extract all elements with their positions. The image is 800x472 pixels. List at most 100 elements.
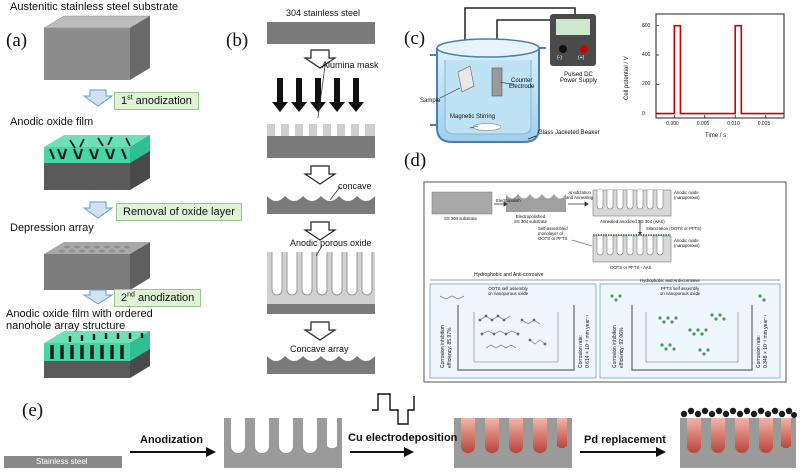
panel-b-label: (b) xyxy=(226,30,249,51)
chart-xlabel: Time / s xyxy=(705,133,727,139)
d-right-cr2: 0.348 × 10⁻³ mm year⁻¹ xyxy=(763,314,769,368)
d-right-cr1: Corrosion rate: xyxy=(756,334,762,368)
x-tick-label: 0.010 xyxy=(727,121,740,127)
d-ep-line1: Electropolished xyxy=(515,214,546,219)
substrate-title: Austenitic stainless steel substrate xyxy=(10,1,179,13)
d-sam-line3: OOTS or PFTS xyxy=(538,236,568,241)
supply-line2: Power Supply xyxy=(560,78,598,84)
d-electropolish: Electropolish xyxy=(496,198,521,203)
meter-minus: (-) xyxy=(557,55,562,61)
anodized-template xyxy=(224,418,342,468)
step1-sup: st xyxy=(127,94,133,102)
down-arrow-3 xyxy=(82,289,114,305)
mask-layer xyxy=(267,124,375,158)
process-arrow-b4 xyxy=(303,321,337,341)
cell-setup xyxy=(430,7,596,143)
d-right-cr: Corrosion rate:0.348 × 10⁻³ mm year⁻¹ xyxy=(756,315,770,368)
ordered-nanohole-block xyxy=(44,331,150,378)
panel-e-label: (e) xyxy=(22,400,44,421)
steel-slab xyxy=(4,456,122,468)
d-ss304: SS 304 substrate xyxy=(444,216,477,221)
down-arrow-1 xyxy=(82,89,114,107)
cu-filled-template xyxy=(454,418,572,468)
d-right-sa2: on nanoporous oxide xyxy=(660,291,701,296)
d-hydro-left: Hydrophobic and Anti-corrosive xyxy=(474,272,544,278)
steel-label: 304 stainless steel xyxy=(286,8,361,18)
concave-array-layer xyxy=(267,356,375,374)
stirring-label: Magnetic Stirring xyxy=(450,114,496,120)
d-left-sa2: on nanoporous oxide xyxy=(488,291,529,296)
counter-line1: Counter xyxy=(511,78,533,84)
d-hydro-right: Hydrophobic and Anti-corrosive xyxy=(640,278,700,283)
e-steel-label: Stainless steel xyxy=(36,457,88,466)
d-left-cr1: Corrosion rate: xyxy=(578,334,584,368)
process-arrow-b1 xyxy=(303,49,337,69)
d-left-ci1: Corrosion inhibition xyxy=(440,325,446,368)
step-second-anodization: 2nd anodization xyxy=(114,289,202,307)
x-tick-label: 0.000 xyxy=(666,121,679,127)
y-tick-label: 200 xyxy=(642,81,651,88)
depression-label: Depression array xyxy=(10,222,94,234)
d-ooaas: OOTS or PFTS - AAS xyxy=(610,265,652,270)
d-anod-line2: and Annealing xyxy=(566,195,594,200)
x-tick-label: 0.015 xyxy=(757,121,771,127)
panel-a-label: (a) xyxy=(6,30,28,51)
step3-sup: nd xyxy=(127,291,135,299)
e-pd-label: Pd replacement xyxy=(584,434,666,446)
steel-plate xyxy=(267,22,375,44)
panel-d-label: (d) xyxy=(404,150,427,171)
d-left-sa1: OOTS self assembly xyxy=(488,286,528,291)
d-sam-line1: Self-assembled xyxy=(538,226,568,231)
final-structure-line2: nanohole array structure xyxy=(6,320,126,332)
step3-text: anodization xyxy=(134,292,195,304)
aas-structure xyxy=(592,189,672,217)
pulse-waveform-icon xyxy=(372,393,415,425)
concave-array-label: Concave array xyxy=(290,344,349,354)
d-ao-line4: (nanoporous) xyxy=(674,243,700,248)
series-line-0 xyxy=(656,24,784,115)
e-cu-label: Cu electrodeposition xyxy=(348,432,458,444)
d-ep-line2: SS 304 substrate xyxy=(514,219,547,224)
d-annealed: Annealed anodized SS 304 (AAS) xyxy=(600,219,665,224)
d-sam-line2: monolayer of xyxy=(538,231,563,236)
down-arrow-2 xyxy=(82,201,114,219)
ooots-subpanel xyxy=(429,283,597,379)
d-ao-top: Anodic oxide(nanoporous) xyxy=(674,190,700,200)
y-tick-label: 600 xyxy=(642,22,651,29)
porous-oxide-layer xyxy=(267,252,375,314)
d-left-cr: Corrosion rate:0.614 × 10⁻³ mm year⁻¹ xyxy=(578,315,592,368)
step3-number: 2 xyxy=(121,292,128,304)
process-arrow-b2 xyxy=(303,165,337,185)
d-left-cr2: 0.614 × 10⁻³ mm year⁻¹ xyxy=(585,314,591,368)
step-removal-oxide: Removal of oxide layer xyxy=(116,203,242,221)
d-right-sa1: PFTS self assembly xyxy=(660,286,700,291)
oxide-film-label: Anodic oxide film xyxy=(10,116,94,128)
process-arrow-b3 xyxy=(303,221,337,241)
d-ao-line3: Anodic oxide xyxy=(674,238,699,243)
pd-decorated-template xyxy=(680,407,797,468)
x-tick-label: 0.005 xyxy=(696,121,710,127)
step1-text: anodization xyxy=(132,95,192,107)
potential-chart xyxy=(655,13,785,119)
concave-label: concave xyxy=(338,181,372,191)
oxide-film-block xyxy=(44,135,150,190)
y-tick-label: 400 xyxy=(642,52,651,58)
mask-arrows xyxy=(272,78,364,112)
e-anodization-label: Anodization xyxy=(140,434,203,446)
concave-layer xyxy=(267,196,375,214)
d-right-ci2: efficiency: 92.06% xyxy=(619,327,625,369)
depression-block xyxy=(44,242,150,290)
d-ao-line1: Anodic oxide xyxy=(674,190,699,195)
step1-number: 1 xyxy=(121,95,128,107)
d-ao-bottom: Anodic oxide(nanoporous) xyxy=(674,238,700,248)
d-right-ci1: Corrosion inhibition xyxy=(612,325,618,368)
